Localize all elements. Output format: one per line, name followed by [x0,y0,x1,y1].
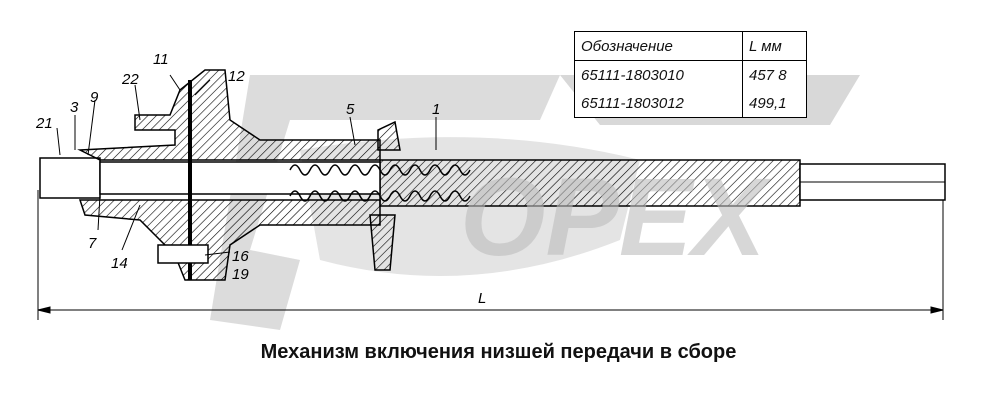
callout-5: 5 [346,101,355,118]
callout-16: 16 [232,248,249,265]
table-cell-length: 499,1 [742,89,807,118]
header-designation: Обозначение [574,31,743,61]
dimension-label-L: L [478,290,486,307]
callout-3: 3 [70,99,79,116]
table-cell-designation: 65111-1803010 [574,60,743,89]
callout-9: 9 [90,89,99,106]
callout-22: 22 [121,71,139,88]
callout-7: 7 [88,235,97,252]
table-cell-designation: 65111-1803012 [574,89,743,118]
opex-watermark: OPEX [460,156,771,279]
header-length: L мм [742,31,807,61]
housing [77,69,401,281]
shaft [39,157,946,207]
spring [289,164,471,202]
variants-table: Обозначение L мм 65111-1803010 457 8 651… [574,31,807,118]
drawing-caption: Механизм включения низшей передачи в сбо… [260,341,737,363]
callout-12: 12 [228,68,245,85]
callout-19: 19 [232,266,249,283]
callout-1: 1 [432,101,440,118]
leader-lines [56,74,437,256]
callout-11: 11 [153,51,169,68]
callout-14: 14 [111,255,128,272]
table-cell-length: 457 8 [742,60,807,89]
callout-21: 21 [35,115,53,132]
length-dimension [37,190,944,320]
